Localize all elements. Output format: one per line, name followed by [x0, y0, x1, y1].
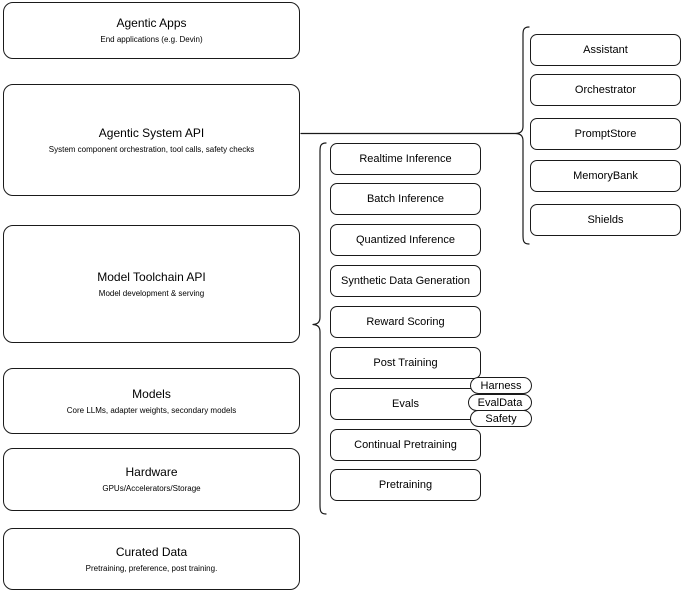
chip-label: MemoryBank — [573, 170, 638, 182]
model-toolchain-brace — [312, 142, 327, 515]
stack-layer-title: Agentic System API — [98, 125, 205, 140]
chip-label: Realtime Inference — [359, 153, 452, 165]
chip-label: Reward Scoring — [366, 316, 445, 328]
toolchain-component-post-training[interactable]: Post Training — [330, 347, 481, 379]
agentic-component-promptstore[interactable]: PromptStore — [530, 118, 681, 150]
stack-layer-title: Model Toolchain API — [97, 269, 206, 284]
chip-label: Post Training — [373, 357, 438, 369]
chip-label: Synthetic Data Generation — [340, 275, 471, 287]
chip-label: PromptStore — [574, 128, 637, 140]
chip-label: Pretraining — [378, 479, 433, 491]
agentic-component-memorybank[interactable]: MemoryBank — [530, 160, 681, 192]
stack-layer-title: Models — [132, 386, 171, 401]
chip-label: Quantized Inference — [355, 234, 456, 246]
toolchain-component-evals[interactable]: Evals — [330, 388, 481, 420]
stack-layer-subtitle: GPUs/Accelerators/Storage — [102, 484, 201, 493]
stack-layer-title: Hardware — [125, 465, 178, 479]
toolchain-component-batch-inference[interactable]: Batch Inference — [330, 183, 481, 215]
chip-label: Shields — [587, 214, 624, 226]
chip-label: Batch Inference — [366, 193, 445, 205]
agentic-component-orchestrator[interactable]: Orchestrator — [530, 74, 681, 106]
pill-label: Harness — [480, 379, 522, 392]
chip-label: Evals — [392, 398, 419, 410]
pill-label: EvalData — [477, 396, 523, 409]
stack-layer-agentic-apps[interactable]: Agentic Apps End applications (e.g. Devi… — [3, 2, 300, 59]
stack-layer-subtitle: Model development & serving — [98, 288, 205, 298]
toolchain-component-synthetic-data-generation[interactable]: Synthetic Data Generation — [330, 265, 481, 297]
stack-layer-agentic-system-api[interactable]: Agentic System API System component orch… — [3, 84, 300, 196]
evals-badge-harness[interactable]: Harness — [470, 377, 532, 394]
stack-layer-subtitle: End applications (e.g. Devin) — [100, 35, 203, 44]
pill-label: Safety — [485, 412, 517, 425]
stack-layer-title: Agentic Apps — [116, 16, 187, 30]
agentic-component-shields[interactable]: Shields — [530, 204, 681, 236]
evals-badge-evaldata[interactable]: EvalData — [468, 394, 532, 411]
chip-label: Assistant — [583, 44, 628, 56]
chip-label: Orchestrator — [574, 84, 637, 96]
stack-layer-subtitle: Core LLMs, adapter weights, secondary mo… — [66, 405, 237, 415]
agentic-component-assistant[interactable]: Assistant — [530, 34, 681, 66]
stack-layer-model-toolchain-api[interactable]: Model Toolchain API Model development & … — [3, 225, 300, 343]
toolchain-component-pretraining[interactable]: Pretraining — [330, 469, 481, 501]
toolchain-component-reward-scoring[interactable]: Reward Scoring — [330, 306, 481, 338]
evals-badge-safety[interactable]: Safety — [470, 410, 532, 427]
toolchain-component-continual-pretraining[interactable]: Continual Pretraining — [330, 429, 481, 461]
stack-layer-hardware[interactable]: Hardware GPUs/Accelerators/Storage — [3, 448, 300, 511]
stack-layer-title: Curated Data — [115, 544, 188, 559]
stack-layer-subtitle: Pretraining, preference, post training. — [85, 563, 218, 573]
stack-layer-subtitle: System component orchestration, tool cal… — [48, 144, 255, 154]
toolchain-component-realtime-inference[interactable]: Realtime Inference — [330, 143, 481, 175]
chip-label: Continual Pretraining — [354, 439, 457, 451]
stack-layer-models[interactable]: Models Core LLMs, adapter weights, secon… — [3, 368, 300, 434]
agentic-system-connector-line — [300, 132, 517, 135]
stack-layer-curated-data[interactable]: Curated Data Pretraining, preference, po… — [3, 528, 300, 590]
toolchain-component-quantized-inference[interactable]: Quantized Inference — [330, 224, 481, 256]
